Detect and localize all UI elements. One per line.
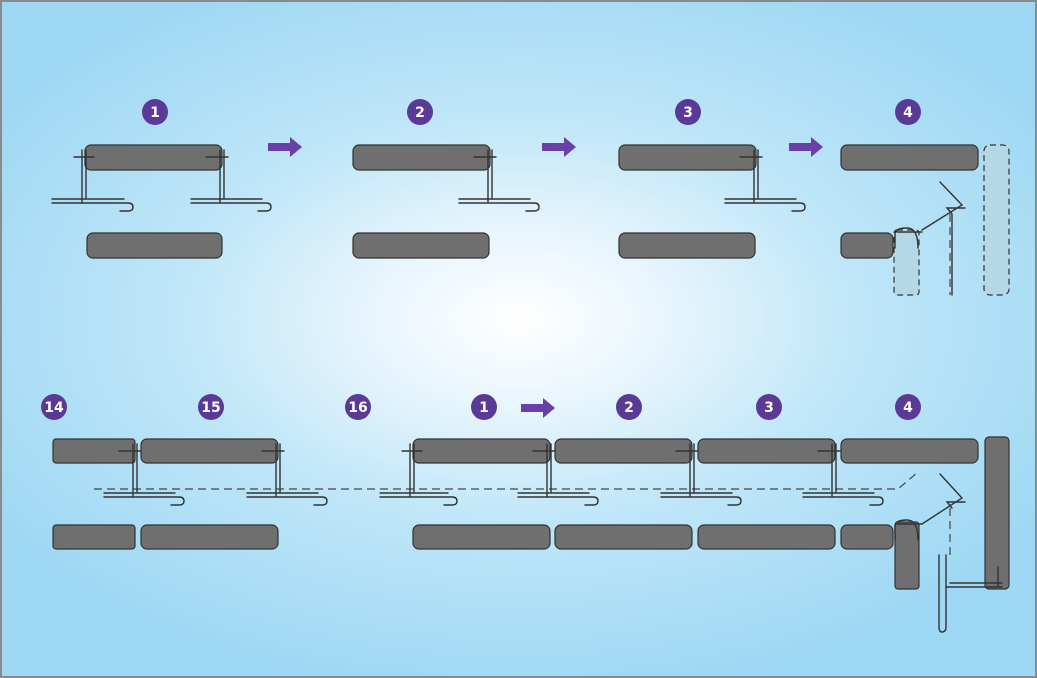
panel: [412, 438, 551, 464]
mounting-clip: [458, 149, 540, 212]
step-badge-top-2: 2: [407, 99, 433, 125]
panel: [52, 524, 136, 550]
panel: [697, 438, 836, 464]
step-4-illustration: [840, 144, 1010, 296]
mounting-clip: [802, 443, 884, 506]
panel: [140, 524, 279, 550]
svg-text:1: 1: [150, 105, 160, 121]
mounting-clip: [894, 181, 966, 296]
svg-text:2: 2: [624, 400, 634, 416]
step-badge-bottom-14: 14: [41, 394, 67, 420]
step-badge-bottom-2: 2: [616, 394, 642, 420]
arrow-right-icon: [542, 137, 576, 157]
mounting-clip: [51, 149, 134, 212]
step-badge-bottom-4: 4: [895, 394, 921, 420]
panel: [840, 144, 979, 171]
svg-text:4: 4: [903, 400, 913, 416]
mounting-clip: [379, 443, 458, 506]
mounting-clip: [724, 149, 806, 212]
mounting-clip: [190, 149, 272, 212]
step-badge-top-4: 4: [895, 99, 921, 125]
corner-trim-outline: [893, 229, 920, 296]
dashed-guide: [94, 471, 919, 490]
panel: [554, 438, 693, 464]
step-badge-top-3: 3: [675, 99, 701, 125]
panel: [86, 232, 223, 259]
corner-panel: [984, 436, 1010, 590]
arrow-right-icon: [521, 398, 555, 418]
panel: [352, 144, 491, 171]
svg-text:3: 3: [683, 105, 693, 121]
step-2-illustration: [352, 144, 540, 259]
mounting-clip: [246, 443, 328, 506]
svg-text:16: 16: [348, 400, 367, 416]
step-1-illustration: [51, 144, 272, 259]
mounting-clip: [660, 443, 742, 506]
step-badge-bottom-16: 16: [345, 394, 371, 420]
corner-trim: [894, 521, 920, 590]
svg-text:4: 4: [903, 105, 913, 121]
panel: [840, 232, 894, 259]
svg-text:15: 15: [201, 400, 220, 416]
svg-text:3: 3: [764, 400, 774, 416]
panel: [412, 524, 551, 550]
step-badge-bottom-1: 1: [471, 394, 497, 420]
panel: [840, 524, 894, 550]
panel: [84, 144, 223, 171]
step-3-illustration: [618, 144, 806, 259]
step-badge-bottom-15: 15: [198, 394, 224, 420]
mounting-clip: [517, 443, 599, 506]
panel: [140, 438, 279, 464]
corner-clip: [938, 554, 1003, 633]
arrow-right-icon: [789, 137, 823, 157]
mounting-clip: [103, 443, 185, 506]
panel: [697, 524, 836, 550]
svg-text:2: 2: [415, 105, 425, 121]
step-badge-bottom-3: 3: [756, 394, 782, 420]
svg-text:14: 14: [44, 400, 64, 416]
svg-text:1: 1: [479, 400, 489, 416]
mounting-clip: [894, 473, 966, 541]
arrow-right-icon: [268, 137, 302, 157]
step-badge-top-1: 1: [142, 99, 168, 125]
panel: [840, 438, 979, 464]
panel: [618, 232, 756, 259]
panel: [554, 524, 693, 550]
panel: [352, 232, 490, 259]
panel: [618, 144, 757, 171]
corner-panel-outline: [983, 144, 1010, 296]
